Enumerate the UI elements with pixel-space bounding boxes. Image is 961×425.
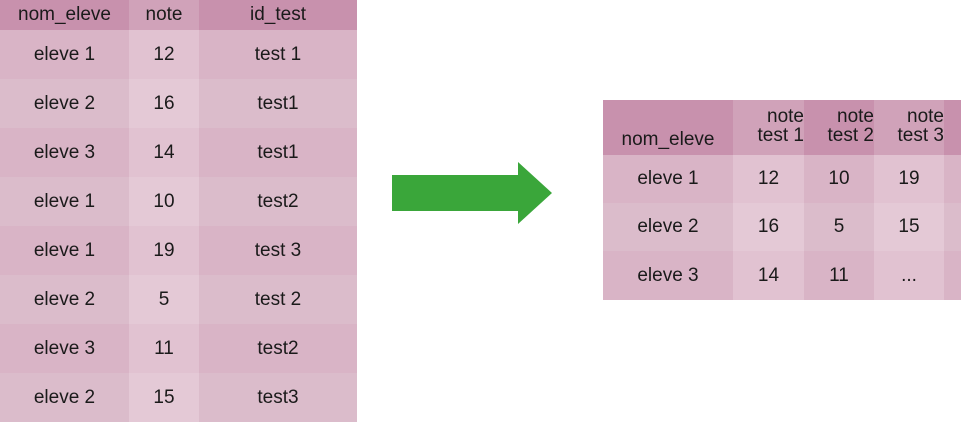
table-cell: 12 xyxy=(129,30,199,79)
header-note-test-2: note test 2 xyxy=(804,100,874,155)
table-cell xyxy=(944,155,961,203)
table-cell: test3 xyxy=(199,373,357,422)
header-note: note xyxy=(129,0,199,30)
header-extra xyxy=(944,100,961,155)
header-note-test-3: note test 3 xyxy=(874,100,944,155)
table-cell: 10 xyxy=(129,177,199,226)
source-table: nom_eleve note id_test eleve 1 12 test 1… xyxy=(0,0,357,422)
table-cell: eleve 1 xyxy=(0,30,129,79)
right-arrow-icon xyxy=(392,162,552,224)
table-cell: 12 xyxy=(733,155,804,203)
table-cell: eleve 1 xyxy=(603,155,733,203)
table-cell xyxy=(944,251,961,300)
table-cell: eleve 3 xyxy=(0,324,129,373)
table-cell: eleve 2 xyxy=(603,203,733,251)
table-cell: eleve 2 xyxy=(0,275,129,324)
table-cell: eleve 3 xyxy=(603,251,733,300)
header-line-1: note xyxy=(837,105,874,127)
right-arrow-shape xyxy=(392,162,552,224)
header-nom-eleve: nom_eleve xyxy=(603,100,733,155)
table-cell: test 2 xyxy=(199,275,357,324)
pivot-table: nom_eleve note test 1 note test 2 note t… xyxy=(603,100,961,300)
header-id-test: id_test xyxy=(199,0,357,30)
table-cell: 14 xyxy=(129,128,199,177)
table-cell: test2 xyxy=(199,177,357,226)
table-cell: 11 xyxy=(129,324,199,373)
table-cell: 14 xyxy=(733,251,804,300)
table-cell: 15 xyxy=(874,203,944,251)
table-cell: 19 xyxy=(874,155,944,203)
header-line-2: test 1 xyxy=(757,124,804,146)
table-cell: eleve 2 xyxy=(0,79,129,128)
table-cell: eleve 1 xyxy=(0,226,129,275)
header-line-1: note xyxy=(907,105,944,127)
table-cell: 16 xyxy=(733,203,804,251)
table-cell: 19 xyxy=(129,226,199,275)
header-line-1: note xyxy=(767,105,804,127)
header-nom-eleve: nom_eleve xyxy=(0,0,129,30)
table-cell: test 1 xyxy=(199,30,357,79)
table-cell: eleve 2 xyxy=(0,373,129,422)
table-cell: test1 xyxy=(199,128,357,177)
header-note-test-1: note test 1 xyxy=(733,100,804,155)
table-cell: 10 xyxy=(804,155,874,203)
header-label: nom_eleve xyxy=(621,129,715,150)
table-cell: 15 xyxy=(129,373,199,422)
table-cell: test 3 xyxy=(199,226,357,275)
header-line-2: test 2 xyxy=(827,124,874,146)
table-cell: 5 xyxy=(804,203,874,251)
header-line-2: test 3 xyxy=(897,124,944,146)
table-cell: test2 xyxy=(199,324,357,373)
table-cell: 5 xyxy=(129,275,199,324)
table-cell: eleve 1 xyxy=(0,177,129,226)
table-cell: ... xyxy=(874,251,944,300)
table-cell: 11 xyxy=(804,251,874,300)
table-cell xyxy=(944,203,961,251)
table-cell: 16 xyxy=(129,79,199,128)
table-cell: test1 xyxy=(199,79,357,128)
table-cell: eleve 3 xyxy=(0,128,129,177)
